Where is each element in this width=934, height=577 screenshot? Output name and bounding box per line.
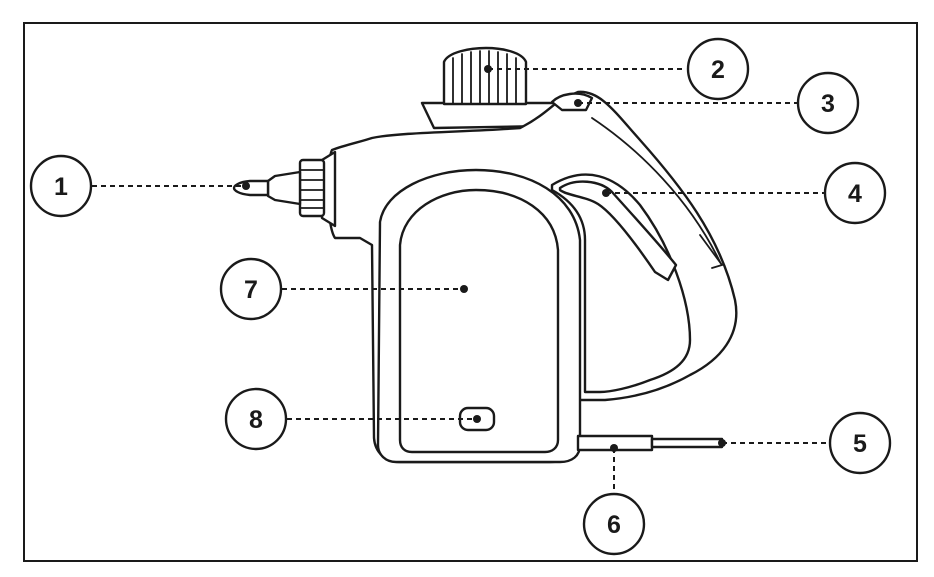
leader-dot-1 [242, 182, 250, 190]
callout-number: 6 [607, 511, 621, 539]
callout-number: 7 [244, 276, 258, 304]
leader-dot-5 [718, 439, 726, 447]
callout-number: 4 [848, 180, 862, 208]
callout-5: 5 [828, 411, 892, 475]
water-tank-window [398, 188, 560, 454]
leader-dot-4 [602, 189, 610, 197]
callout-1: 1 [29, 154, 93, 218]
callout-circle [828, 411, 892, 475]
leader-dot-3 [574, 99, 582, 107]
diagram-frame [23, 22, 918, 562]
handle-groove-2 [699, 234, 724, 269]
nozzle-tip [232, 179, 270, 197]
callout-circle [224, 387, 288, 451]
callout-circle [29, 154, 93, 218]
child-lock-shape [550, 92, 594, 112]
nozzle-tube [266, 170, 302, 206]
leader-dot-2 [484, 65, 492, 73]
leader-dot-8 [473, 415, 481, 423]
leader-dot-6 [610, 444, 618, 452]
callout-7: 7 [219, 257, 283, 321]
callout-circle [686, 37, 750, 101]
handle-groove [591, 117, 721, 263]
power-cord-shape [650, 437, 724, 449]
cord-strain-relief-shape [576, 434, 654, 452]
callout-circle [219, 257, 283, 321]
steam-trigger-shape [558, 180, 678, 282]
safety-cap-shape [442, 46, 528, 106]
callout-3: 3 [796, 71, 860, 135]
callout-circle [823, 161, 887, 225]
leader-lines [92, 65, 830, 494]
callout-circle [796, 71, 860, 135]
callout-number: 1 [54, 173, 68, 201]
water-tank-outer [376, 168, 582, 464]
callout-number: 2 [711, 56, 725, 84]
callout-number: 3 [821, 90, 835, 118]
callout-number: 5 [853, 430, 867, 458]
callout-2: 2 [686, 37, 750, 101]
callout-circle [582, 492, 646, 556]
callout-4: 4 [823, 161, 887, 225]
leader-dot-7 [460, 285, 468, 293]
callout-8: 8 [224, 387, 288, 451]
callout-6: 6 [582, 492, 646, 556]
steam-cleaner-illustration [232, 46, 738, 464]
handle-opening [550, 173, 692, 394]
callout-number: 8 [249, 406, 263, 434]
